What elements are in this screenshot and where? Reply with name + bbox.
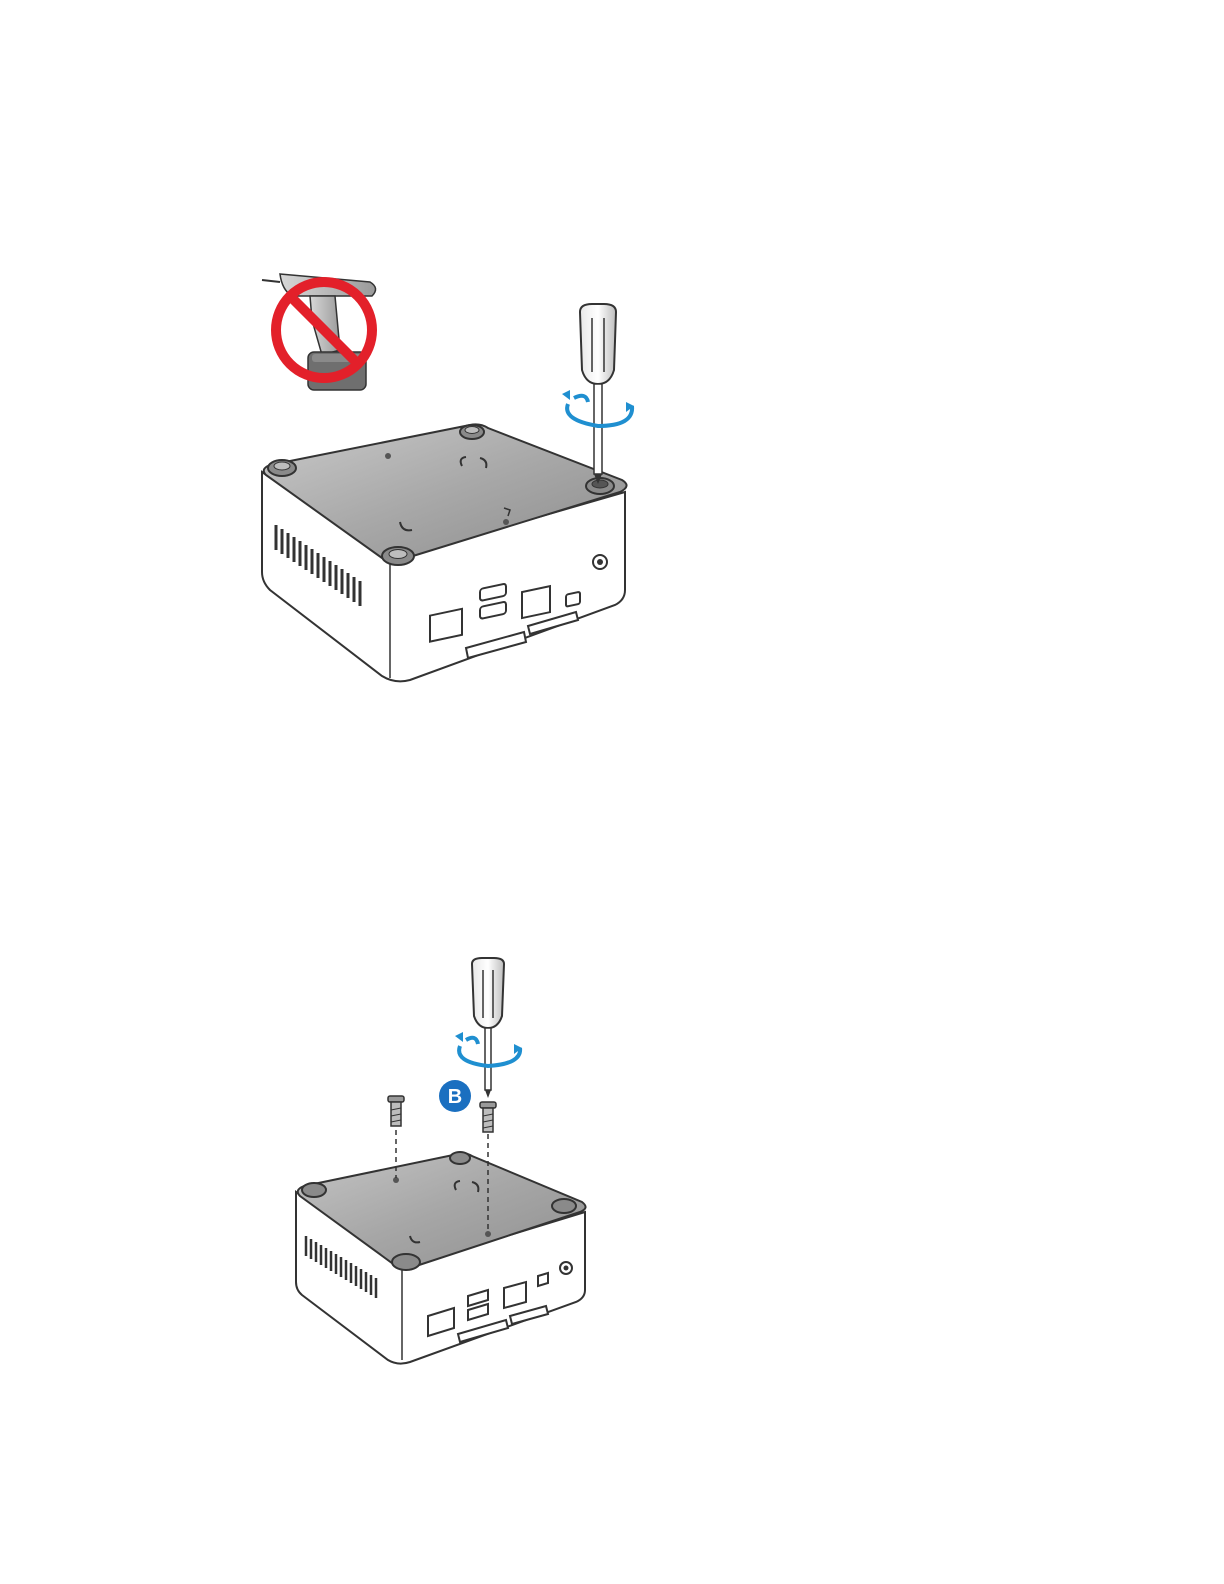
figure-1-illustration (240, 260, 660, 700)
mini-pc-chassis (296, 1152, 586, 1364)
figure-2-illustration: B (280, 950, 610, 1380)
figure-install-mounting-screws: B (280, 950, 610, 1380)
screwdriver-icon (580, 304, 616, 484)
screwdriver-icon (472, 958, 504, 1098)
mini-pc-chassis (262, 424, 627, 681)
callout-label: B (448, 1086, 462, 1108)
figure-remove-feet (240, 260, 660, 700)
no-power-drill-icon (262, 274, 376, 390)
callout-badge-b: B (439, 1080, 471, 1112)
